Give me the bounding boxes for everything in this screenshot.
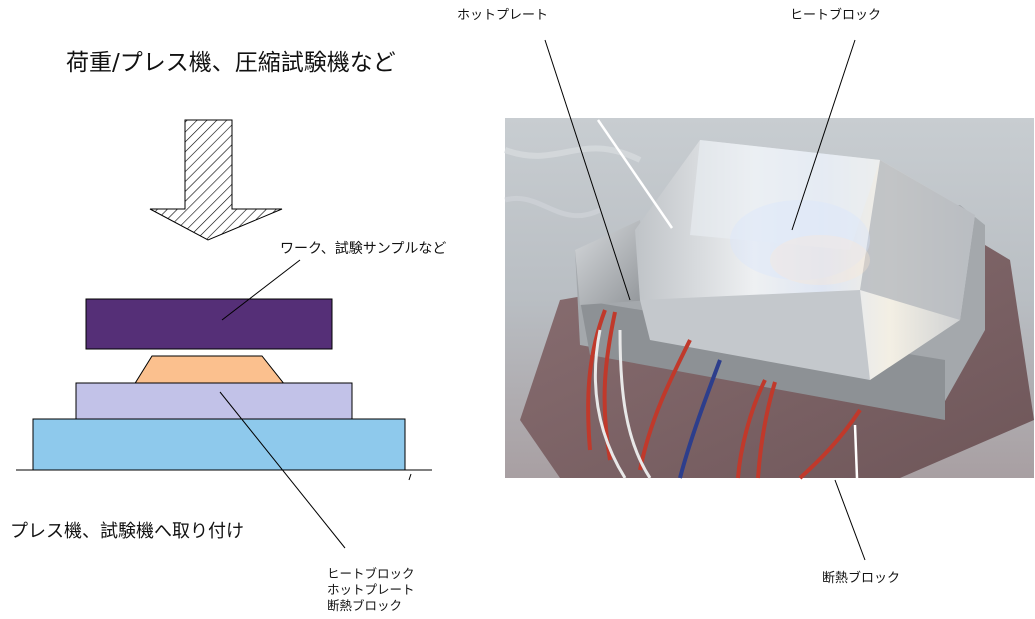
hotplate-leader-line-upper [544,39,631,301]
page-title: 荷重/プレス機、圧縮試験機など [66,50,396,76]
product-photo [503,118,1034,480]
heatblock-leader-line [791,39,856,231]
hot-plate-block [75,382,353,420]
mounting-caption: プレス機、試験機へ取り付け [10,521,244,542]
photo-label-heat-block: ヒートブロック [790,8,882,23]
work-piece-block [85,298,333,350]
work-sample-label: ワーク、試験サンプルなど [280,241,447,257]
insulation-leader-line-white [853,424,859,479]
base-tick [408,473,412,481]
heat-block-shape [133,355,287,386]
layers-leader-line [219,391,346,549]
insulation-block [32,418,406,471]
hotplate-leader-line-white [596,119,674,229]
load-arrow [149,119,283,241]
photo-label-hotplate: ホットプレート [457,8,549,23]
layers-label: ヒートブロック ホットプレート 断熱ブロック [327,566,415,613]
insulation-leader-line [834,479,866,561]
photo-label-insulation-block: 断熱ブロック [822,571,901,586]
work-leader-line [221,259,301,321]
